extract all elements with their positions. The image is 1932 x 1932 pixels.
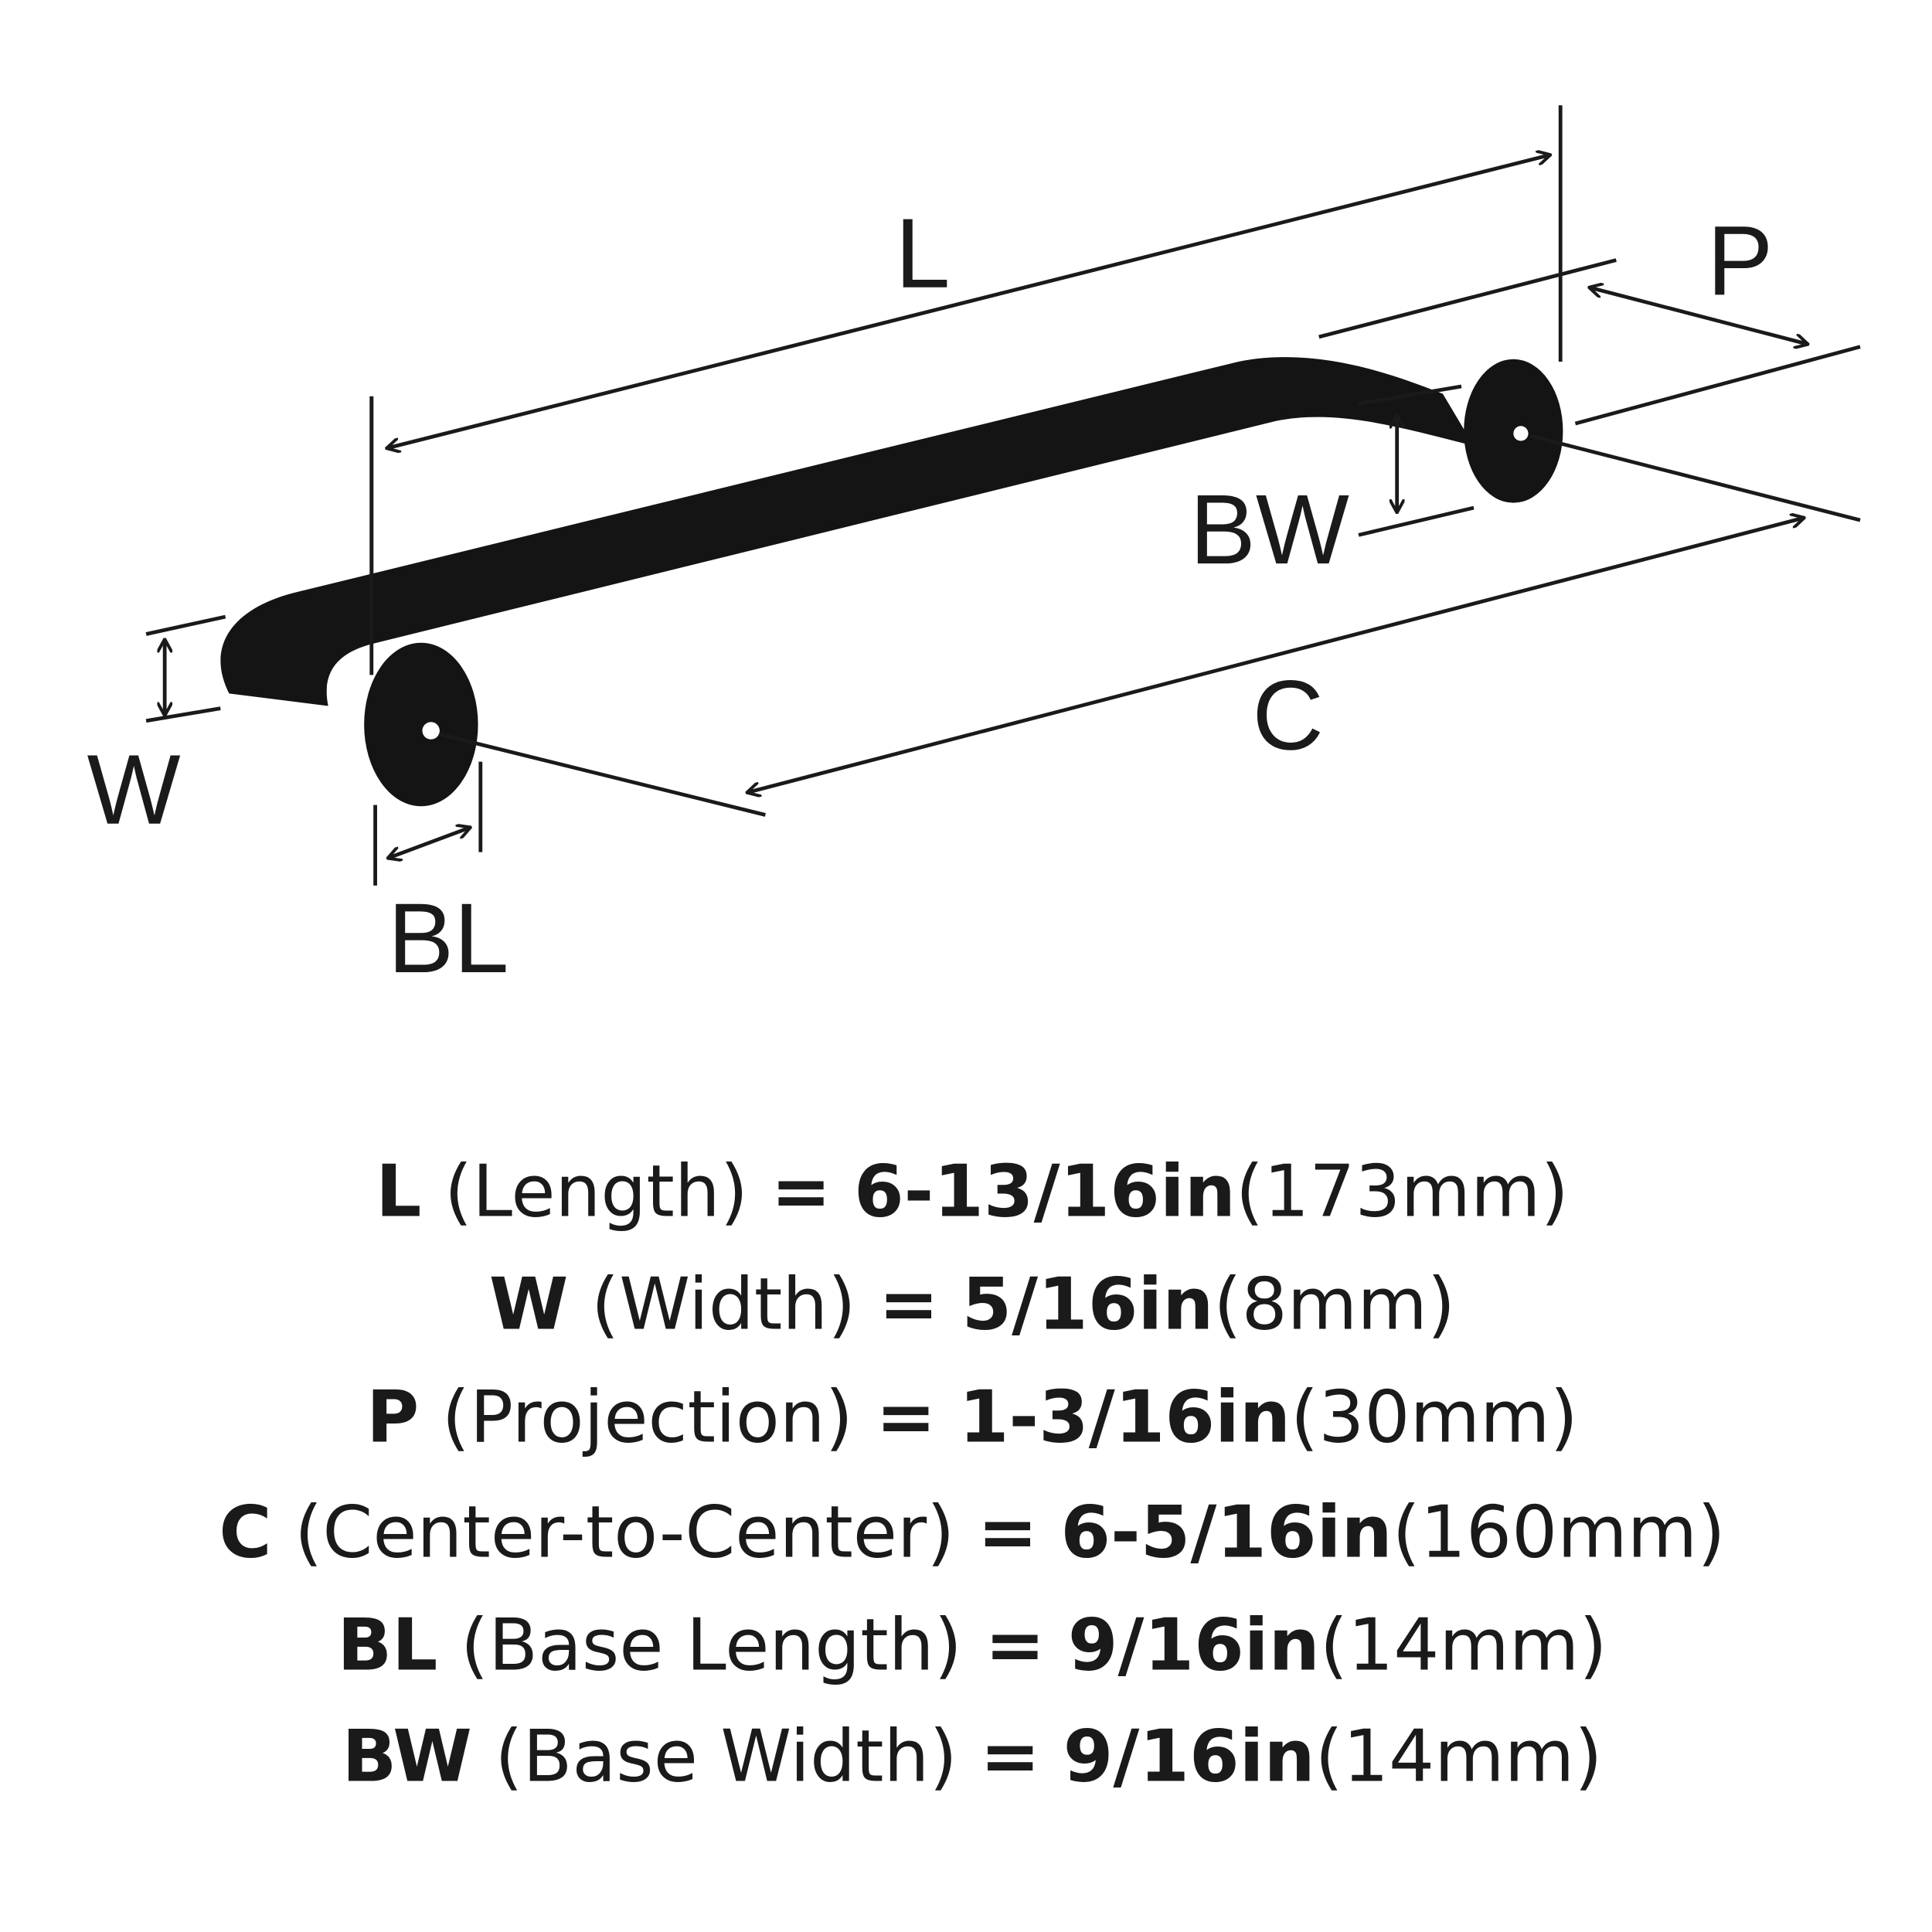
dimension-C: C — [439, 434, 1861, 817]
dimension-W: W — [87, 614, 226, 845]
left-post-base — [364, 642, 478, 807]
label-L: L — [895, 199, 950, 309]
label-BW: BW — [1189, 474, 1349, 585]
handle — [220, 357, 1563, 807]
label-C: C — [1252, 661, 1324, 771]
label-W: W — [87, 735, 181, 845]
spec-line-base-width: BW (Base Width) = 9/16in(14mm) — [342, 1714, 1603, 1798]
dimension-BL: BL — [373, 761, 509, 994]
label-P: P — [1707, 206, 1774, 316]
right-post-base — [1464, 359, 1563, 503]
spec-line-center: C (Center-to-Center) = 6-5/16in(160mm) — [219, 1490, 1725, 1573]
label-BL: BL — [388, 883, 509, 994]
spec-line-length: L (Length) = 6-13/16in(173mm) — [376, 1150, 1569, 1233]
dimension-P: P — [1318, 206, 1861, 426]
spec-list: L (Length) = 6-13/16in(173mm) W (Width) … — [219, 1150, 1725, 1798]
spec-line-base-length: BL (Base Length) = 9/16in(14mm) — [337, 1603, 1607, 1686]
spec-line-projection: P (Projection) = 1-3/16in(30mm) — [366, 1375, 1578, 1458]
spec-line-width: W (Width) = 5/16in(8mm) — [489, 1263, 1455, 1346]
dimension-L: L — [369, 105, 1563, 675]
